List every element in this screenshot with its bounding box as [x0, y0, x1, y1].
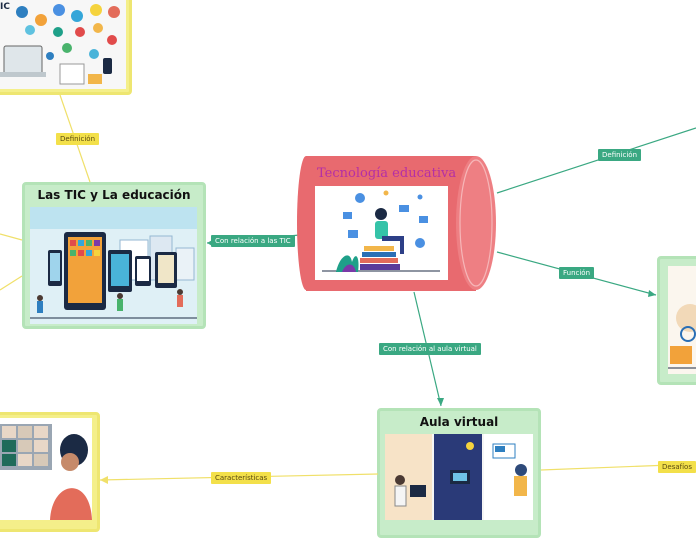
node-aula-title: Aula virtual — [419, 415, 499, 429]
edge-label-caracteristicas[interactable]: Características — [211, 472, 272, 484]
right-illustration — [668, 266, 696, 374]
left-illustration — [0, 418, 92, 520]
central-illustration — [315, 186, 448, 280]
edge-label-funcion[interactable]: Función — [559, 267, 595, 279]
aula-illustration — [385, 434, 533, 520]
connector-tic-left-2 — [0, 275, 23, 291]
connector-tic-left-1 — [0, 233, 23, 241]
edge-label-con-relacion-aula[interactable]: Con relación al aula virtual — [379, 343, 481, 355]
node-tic-title: Las TIC y La educación — [37, 188, 191, 202]
arrowhead-aula — [437, 398, 444, 406]
arrowhead-funcion — [648, 290, 656, 297]
edge-label-definicion-right[interactable]: Definición — [598, 149, 641, 161]
edge-label-desafios[interactable]: Desafíos — [658, 461, 696, 473]
central-title: Tecnología educativa — [317, 166, 457, 181]
node-top-left-partial-text: IC — [0, 2, 10, 12]
edge-label-con-relacion-tic[interactable]: Con relación a las TIC — [211, 235, 295, 247]
top-left-illustration — [0, 0, 126, 89]
edge-label-definicion-left[interactable]: Definición — [56, 133, 99, 145]
arrowhead-caracteristicas — [100, 476, 108, 484]
tic-illustration — [30, 207, 197, 324]
connector-central-definicion — [496, 127, 696, 194]
connector-layer — [0, 0, 696, 520]
